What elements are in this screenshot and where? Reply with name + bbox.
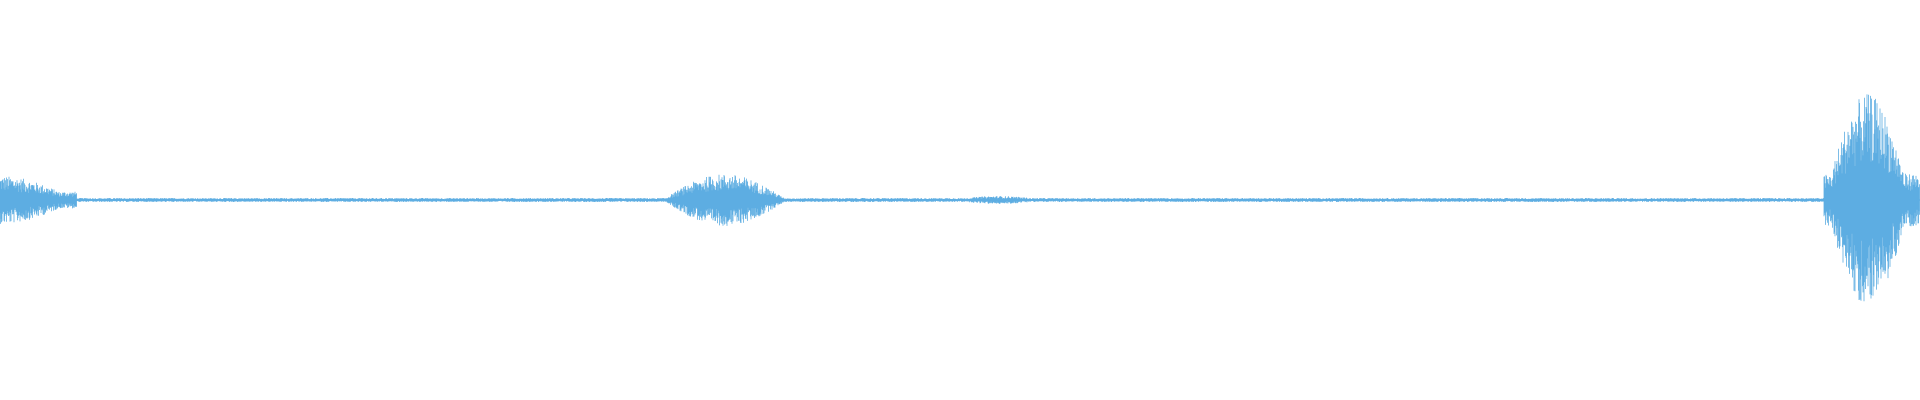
waveform-burst-1 <box>0 0 77 400</box>
waveform-low-noise-segment <box>950 0 1046 400</box>
waveform-burst-2 <box>662 0 787 400</box>
waveform-burst-3 <box>1824 0 1920 400</box>
waveform-trace <box>0 94 1920 302</box>
